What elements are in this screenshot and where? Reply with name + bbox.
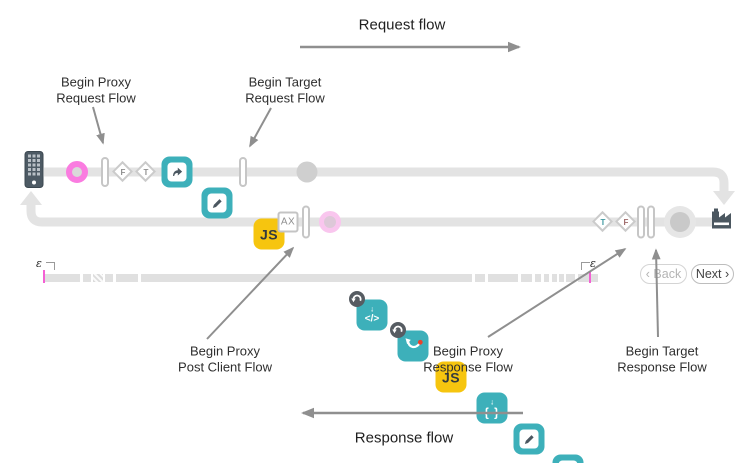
timeline-segment[interactable] bbox=[475, 274, 485, 282]
timeline-segment[interactable] bbox=[141, 274, 472, 282]
timeline-segment[interactable] bbox=[44, 274, 80, 282]
client-phone-icon[interactable] bbox=[24, 151, 44, 193]
ax-label: AX bbox=[280, 216, 296, 228]
label-line: Begin Target bbox=[625, 343, 699, 359]
timeline-segment[interactable] bbox=[105, 274, 113, 282]
proxy-response-flow-separator[interactable] bbox=[637, 205, 645, 239]
proxy-request-flow-label: Begin Proxy Request Flow bbox=[56, 75, 135, 106]
target-request-flow-separator[interactable] bbox=[239, 157, 247, 187]
request-share-policy-icon[interactable] bbox=[161, 156, 193, 188]
forward-arrow-icon bbox=[558, 460, 578, 463]
request-track-arrowhead-icon bbox=[713, 191, 735, 205]
label-line: Begin Target bbox=[248, 74, 322, 90]
next-button[interactable]: Next › bbox=[691, 264, 734, 284]
request-end-circle[interactable] bbox=[296, 161, 318, 183]
epsilon-left-marker: ε bbox=[36, 257, 42, 270]
back-button[interactable]: ‹ Back bbox=[640, 264, 687, 284]
right-bracket-icon bbox=[581, 262, 590, 270]
timeline-segment[interactable] bbox=[559, 274, 564, 282]
label-line: Response Flow bbox=[617, 359, 707, 374]
braces-label: { } bbox=[484, 405, 500, 419]
target-factory-icon[interactable] bbox=[710, 205, 740, 236]
code-label: </> bbox=[364, 313, 380, 325]
request-start-circle[interactable] bbox=[66, 161, 88, 183]
target-request-flow-label: Begin Target Request Flow bbox=[245, 75, 324, 106]
response-condition-false-diamond[interactable]: F bbox=[614, 210, 638, 234]
timeline-segment[interactable] bbox=[93, 274, 103, 282]
proxy-request-pointer-arrow-icon bbox=[92, 106, 105, 145]
timeline-end-tick bbox=[589, 272, 591, 283]
timeline-segment[interactable] bbox=[566, 274, 575, 282]
down-arrow-icon: ↓ bbox=[490, 397, 494, 406]
label-line: Response Flow bbox=[423, 359, 513, 374]
proxy-request-flow-separator[interactable] bbox=[101, 157, 109, 187]
proxy-response-pointer-arrow-icon bbox=[487, 248, 627, 338]
post-client-pointer-arrow-icon bbox=[206, 246, 295, 340]
repeat-badge-icon bbox=[390, 322, 407, 339]
response-extract-policy-icon[interactable]: ↓ { } bbox=[476, 392, 508, 424]
response-track-arrowhead-icon bbox=[20, 191, 42, 205]
pencil-icon bbox=[207, 193, 227, 213]
target-response-flow-separator[interactable] bbox=[647, 205, 655, 239]
response-share-policy-icon[interactable] bbox=[552, 454, 584, 463]
condition-letter: T bbox=[143, 167, 149, 177]
timeline-segment[interactable] bbox=[552, 274, 557, 282]
post-client-flow-separator[interactable] bbox=[302, 205, 310, 239]
label-line: Begin Proxy bbox=[432, 343, 504, 359]
response-callout-policy-icon[interactable] bbox=[390, 322, 429, 362]
label-line: Request Flow bbox=[245, 90, 325, 105]
timeline-segment[interactable] bbox=[521, 274, 532, 282]
timeline-start-tick bbox=[43, 270, 45, 283]
repeat-badge-icon bbox=[349, 291, 366, 308]
response-code-policy-icon[interactable]: ↓ </> bbox=[349, 291, 388, 331]
analytics-step[interactable]: AX bbox=[277, 211, 299, 233]
request-condition-false-diamond[interactable]: F bbox=[111, 160, 135, 184]
response-flow-title: Response flow bbox=[354, 429, 454, 447]
response-condition-true-diamond[interactable]: T bbox=[591, 210, 615, 234]
js-label: JS bbox=[259, 226, 279, 242]
label-line: Post Client Flow bbox=[178, 359, 272, 374]
timeline-segment[interactable] bbox=[488, 274, 518, 282]
label-line: Begin Proxy bbox=[189, 343, 261, 359]
request-edit-policy-icon[interactable] bbox=[201, 187, 233, 219]
label-line: Begin Proxy bbox=[60, 74, 132, 90]
condition-letter: F bbox=[623, 217, 629, 227]
request-javascript-policy-icon[interactable]: JS bbox=[253, 218, 285, 250]
timeline-segment[interactable] bbox=[578, 274, 598, 282]
post-client-flow-label: Begin Proxy Post Client Flow bbox=[178, 344, 272, 375]
down-arrow-icon: ↓ bbox=[370, 304, 374, 314]
label-line: Request Flow bbox=[56, 90, 136, 105]
condition-letter: F bbox=[120, 167, 126, 177]
response-javascript-policy-icon[interactable]: JS bbox=[435, 361, 467, 393]
epsilon-right-marker: ε bbox=[590, 257, 596, 270]
pencil-icon bbox=[519, 429, 539, 449]
timeline-segment[interactable] bbox=[544, 274, 549, 282]
response-start-circle[interactable] bbox=[664, 206, 696, 238]
target-response-flow-label: Begin Target Response Flow bbox=[617, 344, 707, 375]
target-request-pointer-arrow-icon bbox=[249, 107, 272, 148]
request-flow-title: Request flow bbox=[358, 16, 446, 34]
left-bracket-icon bbox=[46, 262, 55, 270]
js-label: JS bbox=[441, 369, 461, 385]
timeline-segment[interactable] bbox=[535, 274, 541, 282]
curved-arrow-red-dot-icon bbox=[405, 337, 423, 348]
request-condition-true-diamond[interactable]: T bbox=[134, 160, 158, 184]
forward-arrow-icon bbox=[167, 162, 187, 182]
condition-letter: T bbox=[600, 217, 606, 227]
response-client-circle[interactable] bbox=[319, 211, 341, 233]
response-edit-policy-icon[interactable] bbox=[513, 423, 545, 455]
timeline-segment[interactable] bbox=[116, 274, 138, 282]
proxy-response-flow-label: Begin Proxy Response Flow bbox=[423, 344, 513, 375]
timeline-segment[interactable] bbox=[83, 274, 91, 282]
